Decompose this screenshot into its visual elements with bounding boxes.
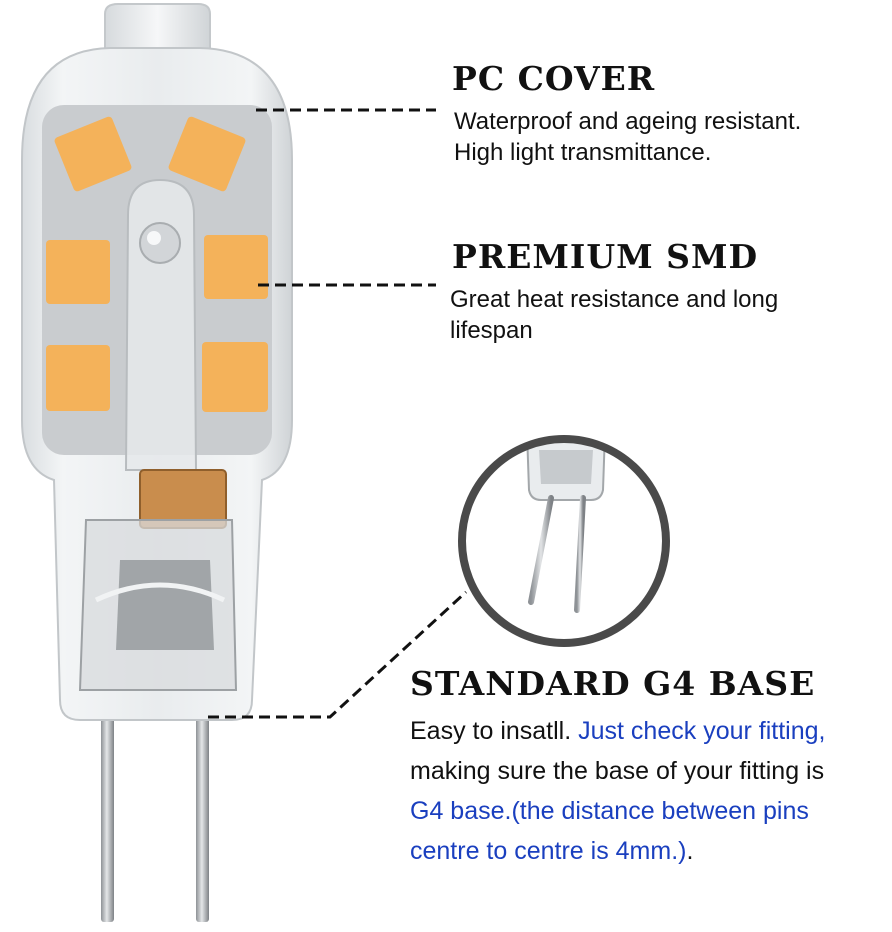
base-closeup-inset [458, 435, 670, 647]
g4-base-heading: STANDARD G4 BASE [410, 664, 816, 703]
inset-pin-right [574, 495, 586, 613]
smd-chip [46, 240, 110, 304]
inset-background [462, 439, 666, 643]
pc-cover-line-2: High light transmittance. [454, 139, 712, 166]
cover-center-dot-inner [147, 231, 161, 245]
pc-cover-line-1: Waterproof and ageing resistant. [454, 108, 802, 135]
smd-chip [168, 116, 246, 192]
premium-smd-description: Great heat resistance and long lifespan [450, 284, 778, 346]
g4-base-line-3: G4 base.(the distance between pins [410, 797, 809, 825]
inset-ring [458, 435, 670, 647]
g4-base-line-4: centre to centre is 4mm.) [410, 837, 687, 865]
cover-center-dot [139, 222, 181, 264]
smd-chip [54, 116, 132, 192]
bulb-pin-right [196, 690, 209, 922]
premium-smd-line-2: lifespan [450, 317, 533, 344]
g4-led-bulb-image [21, 3, 293, 922]
inset-base-detail [539, 450, 593, 484]
pc-cover-heading: PC COVER [452, 59, 656, 98]
inset-pin-left [528, 495, 554, 605]
smd-chip [202, 342, 268, 412]
bulb-top-cap [104, 3, 211, 61]
smd-chip [204, 235, 268, 299]
pc-cover-description: Waterproof and ageing resistant. High li… [454, 106, 801, 168]
premium-smd-heading: PREMIUM SMD [452, 237, 759, 276]
smd-chip [46, 345, 110, 411]
base-internal-shading [116, 560, 214, 650]
g4-base-line-1-blue: Just check your fitting, [578, 717, 826, 745]
bulb-pin-left [101, 690, 114, 922]
g4-base-line-1-black: Easy to insatll. [410, 717, 579, 745]
g4-base-line-4-period: . [686, 837, 694, 865]
g4-base-description: Easy to insatll. Just check your fitting… [410, 711, 825, 871]
g4-base-line-2: making sure the base of your fitting is [410, 757, 825, 785]
smd-led-chips [46, 116, 268, 412]
premium-smd-line-1: Great heat resistance and long [450, 286, 779, 313]
